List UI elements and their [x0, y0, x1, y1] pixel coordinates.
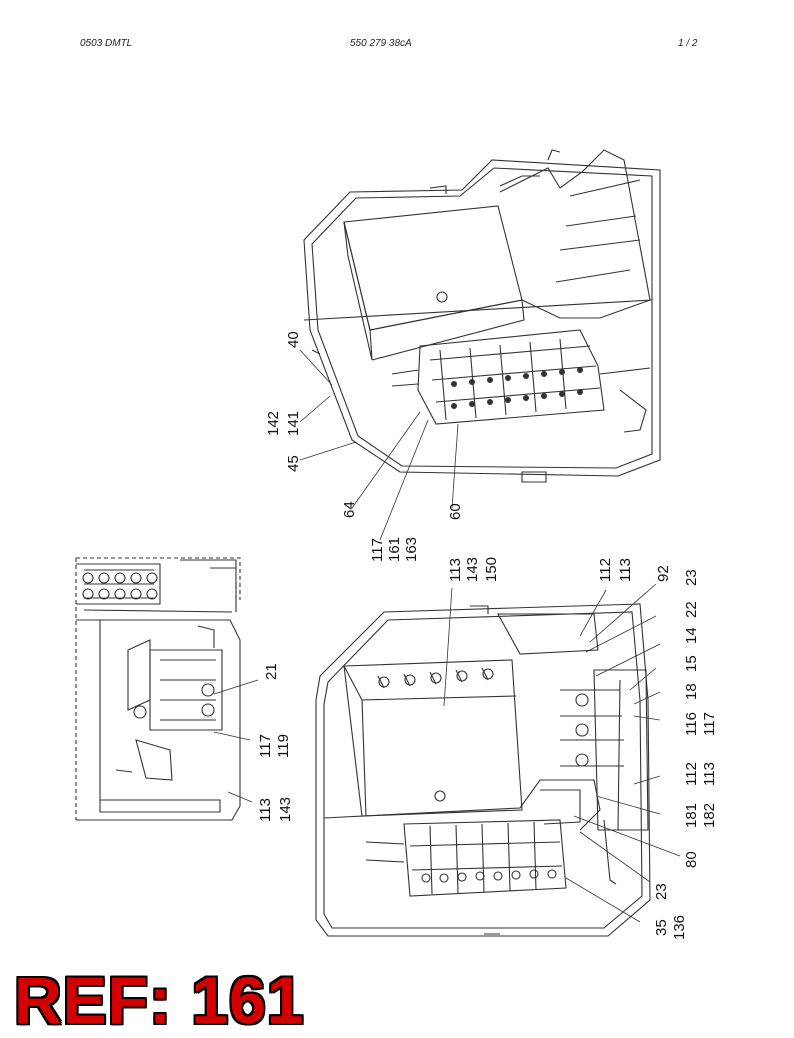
- top-view-callouts: 40 142 141 45 64 117 161 163 60: [265, 331, 464, 562]
- callout-163: 163: [403, 537, 420, 562]
- callout-18: 18: [683, 683, 700, 700]
- callout-112: 112: [597, 558, 614, 582]
- callout-117: 117: [701, 712, 718, 736]
- callout-23: 23: [683, 569, 700, 586]
- callout-136: 136: [671, 915, 688, 940]
- callout-21: 21: [263, 663, 280, 680]
- callout-142: 142: [265, 411, 282, 436]
- main-valve-bank: [403, 819, 567, 897]
- callout-117: 117: [369, 538, 386, 562]
- callout-113: 113: [257, 798, 274, 822]
- callout-22: 22: [683, 601, 700, 618]
- callout-60: 60: [447, 503, 464, 520]
- callout-113: 113: [701, 762, 718, 786]
- header-page-number: 1 / 2: [678, 38, 698, 49]
- ref-label: REF: 161: [14, 963, 305, 1037]
- main-box-cover: [343, 659, 523, 817]
- top-box-cover: [343, 205, 523, 331]
- callout-113: 113: [447, 558, 464, 582]
- top-enclosure-view: [303, 149, 661, 483]
- callout-143: 143: [464, 557, 481, 582]
- detail-panel-outline: [76, 619, 241, 821]
- main-enclosure-view: [315, 603, 651, 937]
- callout-116: 116: [683, 712, 700, 736]
- callout-117: 117: [257, 734, 274, 758]
- callout-80: 80: [683, 851, 700, 868]
- callout-141: 141: [285, 411, 302, 436]
- callout-92: 92: [655, 565, 672, 582]
- header-part-number: 550 279 38cA: [350, 38, 412, 49]
- callout-161: 161: [386, 537, 403, 562]
- callout-40: 40: [285, 331, 302, 348]
- detail-view: [75, 557, 241, 821]
- top-valve-bank: [417, 329, 605, 425]
- callout-119: 119: [275, 734, 292, 758]
- main-leader-lines: [443, 583, 681, 923]
- callout-182: 182: [701, 803, 718, 828]
- callout-45: 45: [285, 455, 302, 472]
- callout-112: 112: [683, 762, 700, 786]
- main-enclosure-outline: [315, 603, 651, 937]
- callout-143: 143: [277, 797, 294, 822]
- callout-64: 64: [341, 501, 358, 518]
- callout-113: 113: [617, 558, 634, 582]
- callout-15: 15: [683, 655, 700, 672]
- top-enclosure-outline: [303, 159, 661, 477]
- detail-leader-lines: [213, 679, 259, 803]
- callout-150: 150: [483, 557, 500, 582]
- callout-35: 35: [653, 919, 670, 936]
- top-leader-lines: [299, 349, 459, 541]
- callout-181: 181: [683, 803, 700, 828]
- detail-view-callouts: 21 117 119 113 143: [257, 663, 294, 822]
- main-right-manifold: [593, 669, 649, 831]
- main-view-callouts: 113 143 150 112 113 92 23 22 14 15 18 11…: [447, 557, 718, 940]
- header-doc-code: 0503 DMTL: [80, 38, 133, 49]
- callout-23: 23: [653, 883, 670, 900]
- callout-14: 14: [683, 627, 700, 644]
